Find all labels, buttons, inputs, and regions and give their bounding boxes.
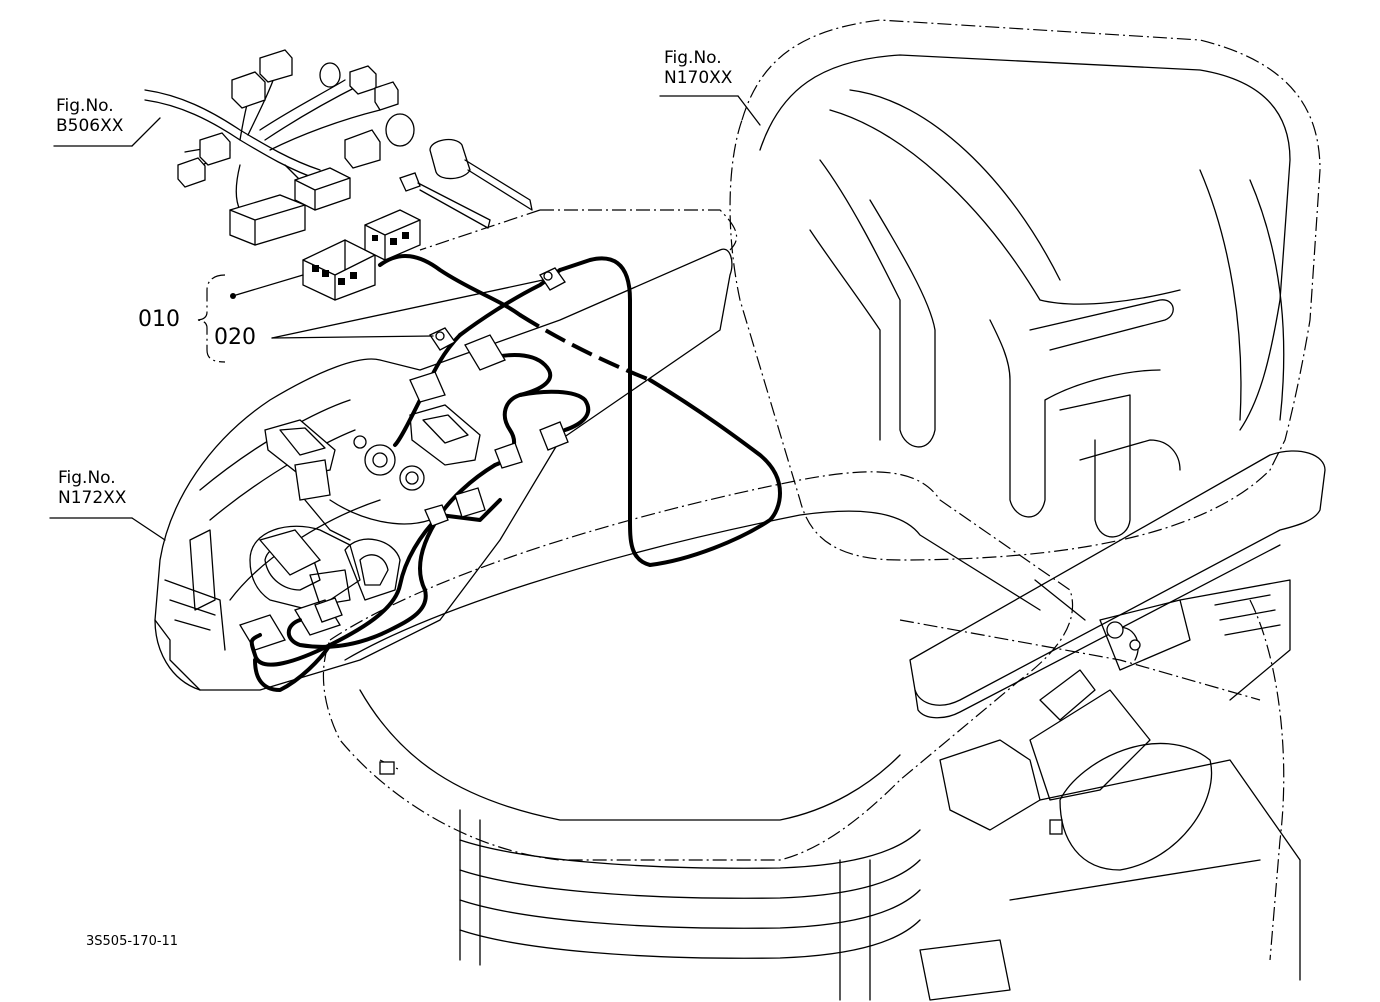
callout-n172: Fig.No. N172XX bbox=[58, 468, 126, 508]
connectors bbox=[302, 209, 569, 623]
callout-n170-code: N170XX bbox=[664, 68, 733, 88]
callout-lines bbox=[49, 95, 761, 541]
seat-outline bbox=[322, 19, 1326, 1001]
upper-harness-b506 bbox=[144, 49, 533, 246]
part-number-020: 020 bbox=[214, 325, 256, 350]
part-number-010: 010 bbox=[138, 307, 180, 332]
control-console bbox=[154, 209, 738, 691]
callout-n170-label: Fig.No. bbox=[664, 48, 722, 68]
callout-b506-label: Fig.No. bbox=[56, 96, 114, 116]
callout-b506-code: B506XX bbox=[56, 116, 124, 136]
callout-n172-code: N172XX bbox=[58, 488, 127, 508]
callout-n172-label: Fig.No. bbox=[58, 468, 116, 488]
callout-b506: Fig.No. B506XX bbox=[56, 96, 123, 136]
callout-n170: Fig.No. N170XX bbox=[664, 48, 732, 88]
drawing-id: 3S505-170-11 bbox=[86, 934, 179, 949]
